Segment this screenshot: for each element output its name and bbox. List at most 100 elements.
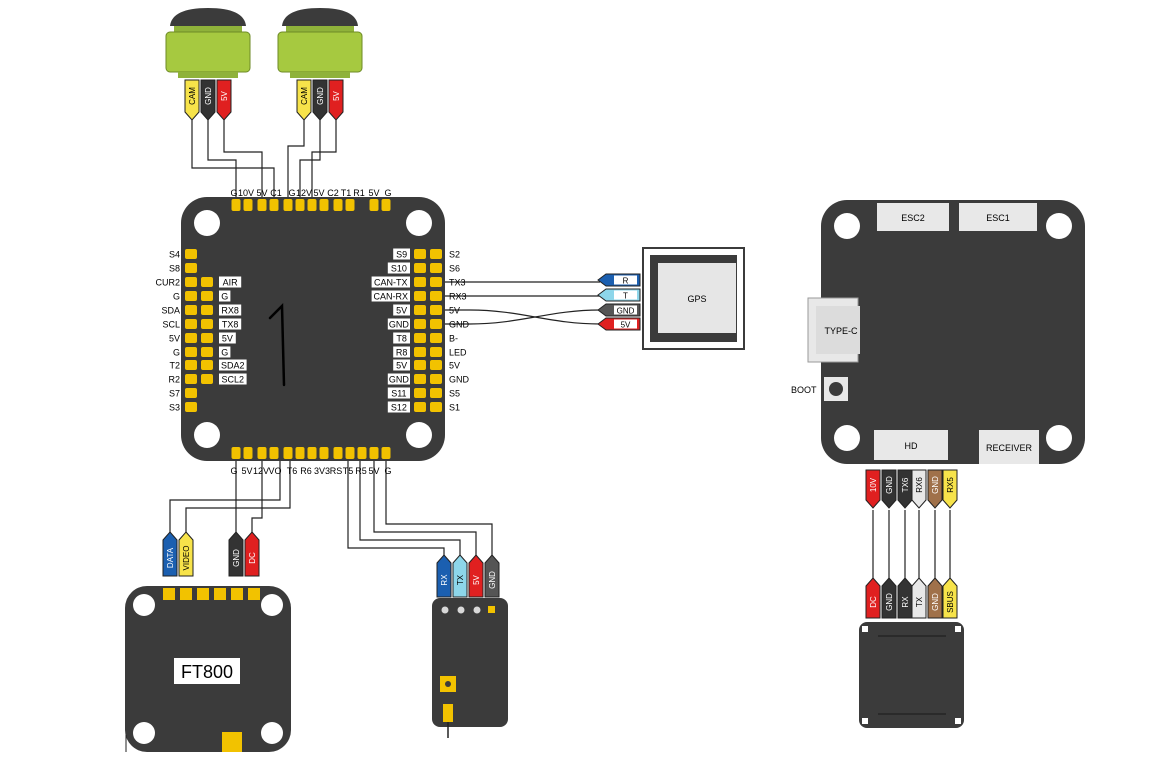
fc-left-inner-pad (201, 305, 213, 315)
fc-left-inner-pad-label: G (221, 292, 228, 302)
fc-right-inner-label-bg (393, 332, 410, 344)
connector-label-bg (614, 305, 637, 315)
hd-top-pin-3: RX6 (911, 469, 927, 509)
hd-air-unit (859, 622, 964, 728)
connector-body (484, 554, 500, 598)
fc-right-inner-pad (414, 388, 426, 398)
connector-label: GND (232, 549, 241, 567)
connector-label: SBUS (946, 591, 955, 613)
fc-top-pad (257, 199, 267, 211)
connector-label: GND (204, 87, 213, 105)
camera-2-pin-5v: 5V (328, 79, 344, 121)
connector-label: RX6 (915, 477, 924, 493)
fc-right-outer-pad (430, 388, 442, 398)
fc-left-inner-label-bg (219, 318, 242, 330)
fc-left-inner-pad (201, 374, 213, 384)
fc-left-inner-label-bg (219, 276, 242, 288)
connector-body (216, 79, 232, 121)
gps-pin-gnd: GND (597, 303, 641, 317)
fc-top-pad-label: 5V (256, 188, 267, 198)
connector-body (328, 79, 344, 121)
connector-body (200, 79, 216, 121)
connector-body (178, 531, 194, 577)
hd-label: HD (905, 441, 918, 451)
fc-left-pad-label: 5V (169, 334, 180, 344)
fc-left-pad (185, 305, 197, 315)
fc-left-inner-pad-label: RX8 (221, 306, 239, 316)
fc-top-pad (231, 199, 241, 211)
camera-1 (165, 8, 251, 78)
wire-gps-5v (434, 309, 601, 325)
connector-body (184, 79, 200, 121)
fc-left-inner-pad (201, 277, 213, 287)
fc-left-pad (185, 319, 197, 329)
fc-top-pad-label: 5V (368, 188, 379, 198)
connector-body (897, 577, 913, 619)
connector-body (911, 469, 927, 509)
fc-top-pad (307, 199, 317, 211)
fc-pads (185, 199, 442, 459)
esc-board: ESC2 ESC1 TYPE-C BOOT HD RECEIVER (791, 200, 1085, 464)
camera-1-pin-5v: 5V (216, 79, 232, 121)
connector-body (312, 79, 328, 121)
fc-left-pad-label: SCL (162, 320, 180, 330)
connector-body (436, 554, 452, 598)
receiver-pin-tx: TX (452, 554, 468, 598)
fc-left-inner-pad-label: AIR (223, 278, 239, 288)
fc-left-inner-pad-label: TX8 (222, 320, 239, 330)
gps-pin-r: R (597, 273, 641, 287)
hd-bottom-pin-4: GND (927, 577, 943, 619)
fc-top-pad-label: 12V (296, 188, 312, 198)
fc-right-inner-pad-label: 5V (396, 361, 407, 371)
receiver-pin-5v: 5V (468, 554, 484, 598)
fc-left-pad-label: S3 (169, 403, 180, 413)
fc-left-pad-label: SDA (161, 306, 180, 316)
fc-left-pad (185, 277, 197, 287)
fc-right-inner-label-bg (387, 373, 410, 385)
connector-label: RX5 (946, 477, 955, 493)
fc-left-inner-label-bg (219, 290, 231, 302)
fc-right-outer-pad (430, 333, 442, 343)
fc-bottom-pad-label: 3V3 (314, 466, 330, 476)
camera-1-pin-cam: CAM (184, 79, 200, 121)
fc-top-pad-label: R1 (353, 188, 365, 198)
fc-right-inner-pad-label: S9 (396, 250, 407, 260)
fc-right-inner-pad-label: CAN-TX (374, 278, 408, 288)
fc-right-inner-pad-label: S11 (391, 389, 406, 399)
fc-right-inner-pad-label: S10 (391, 264, 407, 274)
connector-label: TX6 (901, 477, 910, 492)
receiver-module (432, 598, 508, 738)
fc-right-inner-pad-label: GND (389, 375, 410, 385)
fc-right-outer-pad (430, 291, 442, 301)
connector-label: CAM (300, 87, 309, 105)
gps-pin-5v: 5V (597, 317, 641, 331)
fc-right-outer-pad-label: 5V (449, 361, 460, 371)
wire-vtx-dc (251, 455, 263, 540)
fc-bottom-pad-label: G (230, 466, 237, 476)
fc-left-pad-label: CUR2 (155, 278, 180, 288)
vtx-pin-dc: DC (244, 531, 260, 577)
fc-left-pad-label: R2 (168, 375, 180, 385)
fc-left-inner-pad (201, 319, 213, 329)
esc2-label: ESC2 (901, 213, 925, 223)
fc-right-inner-pad-label: R8 (396, 348, 408, 358)
fc-bottom-pad-label: 5V (241, 466, 252, 476)
fc-right-outer-pad (430, 305, 442, 315)
fc-left-pad (185, 402, 197, 412)
vtx-ft800: FT800 (125, 586, 291, 752)
connector-label: GND (931, 476, 940, 494)
vtx-pin-data: DATA (162, 531, 178, 577)
fc-left-pad (185, 374, 197, 384)
esc1-label: ESC1 (986, 213, 1010, 223)
connector-label-bg (614, 319, 637, 329)
connector-body (942, 577, 958, 619)
receiver-pin-rx: RX (436, 554, 452, 598)
wire-cam1-5v (223, 120, 263, 200)
connector-label: VIDEO (182, 546, 191, 571)
hd-bottom-pin-2: RX (897, 577, 913, 619)
connector-body (865, 577, 881, 619)
connector-label: GND (931, 593, 940, 611)
fc-right-outer-pad-label: S2 (449, 250, 460, 260)
fc-right-outer-pad (430, 347, 442, 357)
